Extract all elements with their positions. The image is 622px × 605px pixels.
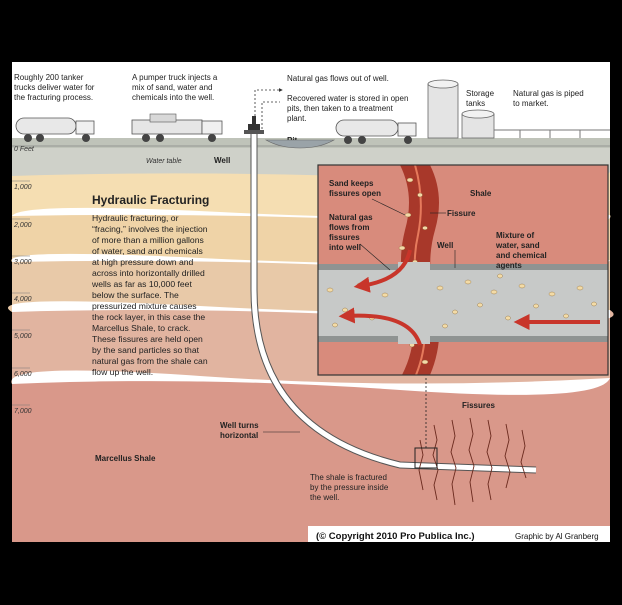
- svg-text:plant.: plant.: [287, 114, 307, 123]
- svg-text:“fracing,” involves the inject: “fracing,” involves the injection: [92, 224, 208, 234]
- tanker-truck-1: [15, 117, 95, 142]
- depth-label-3000: 3,000: [14, 259, 32, 266]
- svg-text:Shale: Shale: [470, 189, 492, 198]
- svg-text:across into horizontally drill: across into horizontally drilled: [92, 268, 205, 278]
- svg-text:at high pressure down and: at high pressure down and: [92, 257, 194, 267]
- svg-text:natural gas from the shale can: natural gas from the shale can: [92, 356, 208, 366]
- wellhead: [244, 116, 264, 134]
- inset-frame: [317, 164, 609, 376]
- svg-text:These fissures are held open: These fissures are held open: [92, 334, 203, 344]
- water-pit: [264, 139, 336, 149]
- svg-text:flow up the well.: flow up the well.: [92, 367, 153, 377]
- svg-text:the fracturing process.: the fracturing process.: [14, 93, 93, 102]
- svg-text:Roughly 200 tanker: Roughly 200 tanker: [14, 73, 84, 82]
- svg-text:pits, then taken to a treatmen: pits, then taken to a treatment: [287, 104, 394, 113]
- svg-text:to market.: to market.: [513, 99, 549, 108]
- svg-text:trucks deliver water for: trucks deliver water for: [14, 83, 95, 92]
- svg-text:flows from: flows from: [329, 223, 369, 232]
- svg-text:Natural gas flows out of well.: Natural gas flows out of well.: [287, 74, 389, 83]
- svg-text:tanks: tanks: [466, 99, 485, 108]
- marcellus-label: Marcellus Shale: [95, 454, 156, 463]
- svg-text:the rock layer, in this case t: the rock layer, in this case the: [92, 312, 205, 322]
- explainer: Hydraulic Fracturing Hydraulic fracturin…: [91, 193, 209, 377]
- svg-text:Hydraulic fracturing, or: Hydraulic fracturing, or: [92, 213, 179, 223]
- svg-text:fissures: fissures: [329, 233, 360, 242]
- svg-text:chemicals into the well.: chemicals into the well.: [132, 93, 214, 102]
- graphic-credit: Graphic by Al Granberg: [515, 532, 599, 541]
- depth-label-4000: 4,000: [14, 296, 32, 303]
- svg-text:fissures open: fissures open: [329, 189, 381, 198]
- svg-text:the well.: the well.: [310, 493, 339, 502]
- depth-label-0: 0 Feet: [14, 146, 35, 153]
- pipeline: [494, 129, 610, 138]
- pumper-truck: [131, 113, 223, 142]
- svg-text:Natural gas is piped: Natural gas is piped: [513, 89, 584, 98]
- svg-text:wells as far as 10,000 feet: wells as far as 10,000 feet: [91, 279, 192, 289]
- svg-text:Well: Well: [214, 156, 230, 165]
- depth-label-1000: 1,000: [14, 184, 32, 191]
- svg-text:Natural gas: Natural gas: [329, 213, 373, 222]
- svg-text:Recovered water is stored in o: Recovered water is stored in open: [287, 94, 408, 103]
- svg-text:and chemical: and chemical: [496, 251, 547, 260]
- svg-text:Mixture of: Mixture of: [496, 231, 535, 240]
- svg-text:of water, sand and chemicals: of water, sand and chemicals: [92, 246, 203, 256]
- credit-strip: [308, 526, 610, 542]
- fracture-inset: Sand keeps fissures open Shale Fissure N…: [318, 165, 608, 375]
- svg-text:into well: into well: [329, 243, 361, 252]
- svg-text:Storage: Storage: [466, 89, 495, 98]
- depth-label-6000: 6,000: [14, 371, 32, 378]
- fissures-label: Fissures: [462, 401, 495, 410]
- svg-text:Fissure: Fissure: [447, 209, 476, 218]
- tanker-truck-2: [335, 119, 417, 144]
- svg-text:pressurized mixture causes: pressurized mixture causes: [92, 301, 197, 311]
- storage-tanks: [427, 79, 495, 139]
- svg-text:by the pressure inside: by the pressure inside: [310, 483, 389, 492]
- svg-text:by the sand particles so that: by the sand particles so that: [92, 345, 200, 355]
- copyright-text: (© Copyright 2010 Pro Publica Inc.): [316, 531, 475, 542]
- depth-label-2000: 2,000: [13, 222, 32, 229]
- svg-text:A pumper truck injects a: A pumper truck injects a: [132, 73, 218, 82]
- svg-text:Marcellus Shale, to crack.: Marcellus Shale, to crack.: [92, 323, 190, 333]
- svg-text:Well: Well: [437, 241, 453, 250]
- svg-text:of more than a million gallons: of more than a million gallons: [92, 235, 204, 245]
- svg-text:below the surface. The: below the surface. The: [92, 290, 179, 300]
- svg-text:agents: agents: [496, 261, 522, 270]
- svg-text:Sand keeps: Sand keeps: [329, 179, 374, 188]
- depth-label-7000: 7,000: [14, 408, 32, 415]
- well-bore: [251, 134, 537, 473]
- well-turns-label: Well turns: [220, 421, 259, 430]
- explainer-title: Hydraulic Fracturing: [92, 193, 209, 207]
- svg-text:mix of sand, water and: mix of sand, water and: [132, 83, 212, 92]
- underground-labels: Fissures Well turns horizontal Marcellus…: [95, 401, 495, 502]
- svg-text:The shale is fractured: The shale is fractured: [310, 473, 387, 482]
- svg-text:horizontal: horizontal: [220, 431, 258, 440]
- svg-text:water, sand: water, sand: [495, 241, 540, 250]
- depth-scale: 0 Feet 1,000 2,000 3,000 4,000 5,000 6,0…: [12, 146, 35, 415]
- svg-text:Water table: Water table: [146, 158, 182, 165]
- surface-labels: Roughly 200 tanker trucks deliver water …: [14, 73, 584, 165]
- depth-label-5000: 5,000: [14, 333, 32, 340]
